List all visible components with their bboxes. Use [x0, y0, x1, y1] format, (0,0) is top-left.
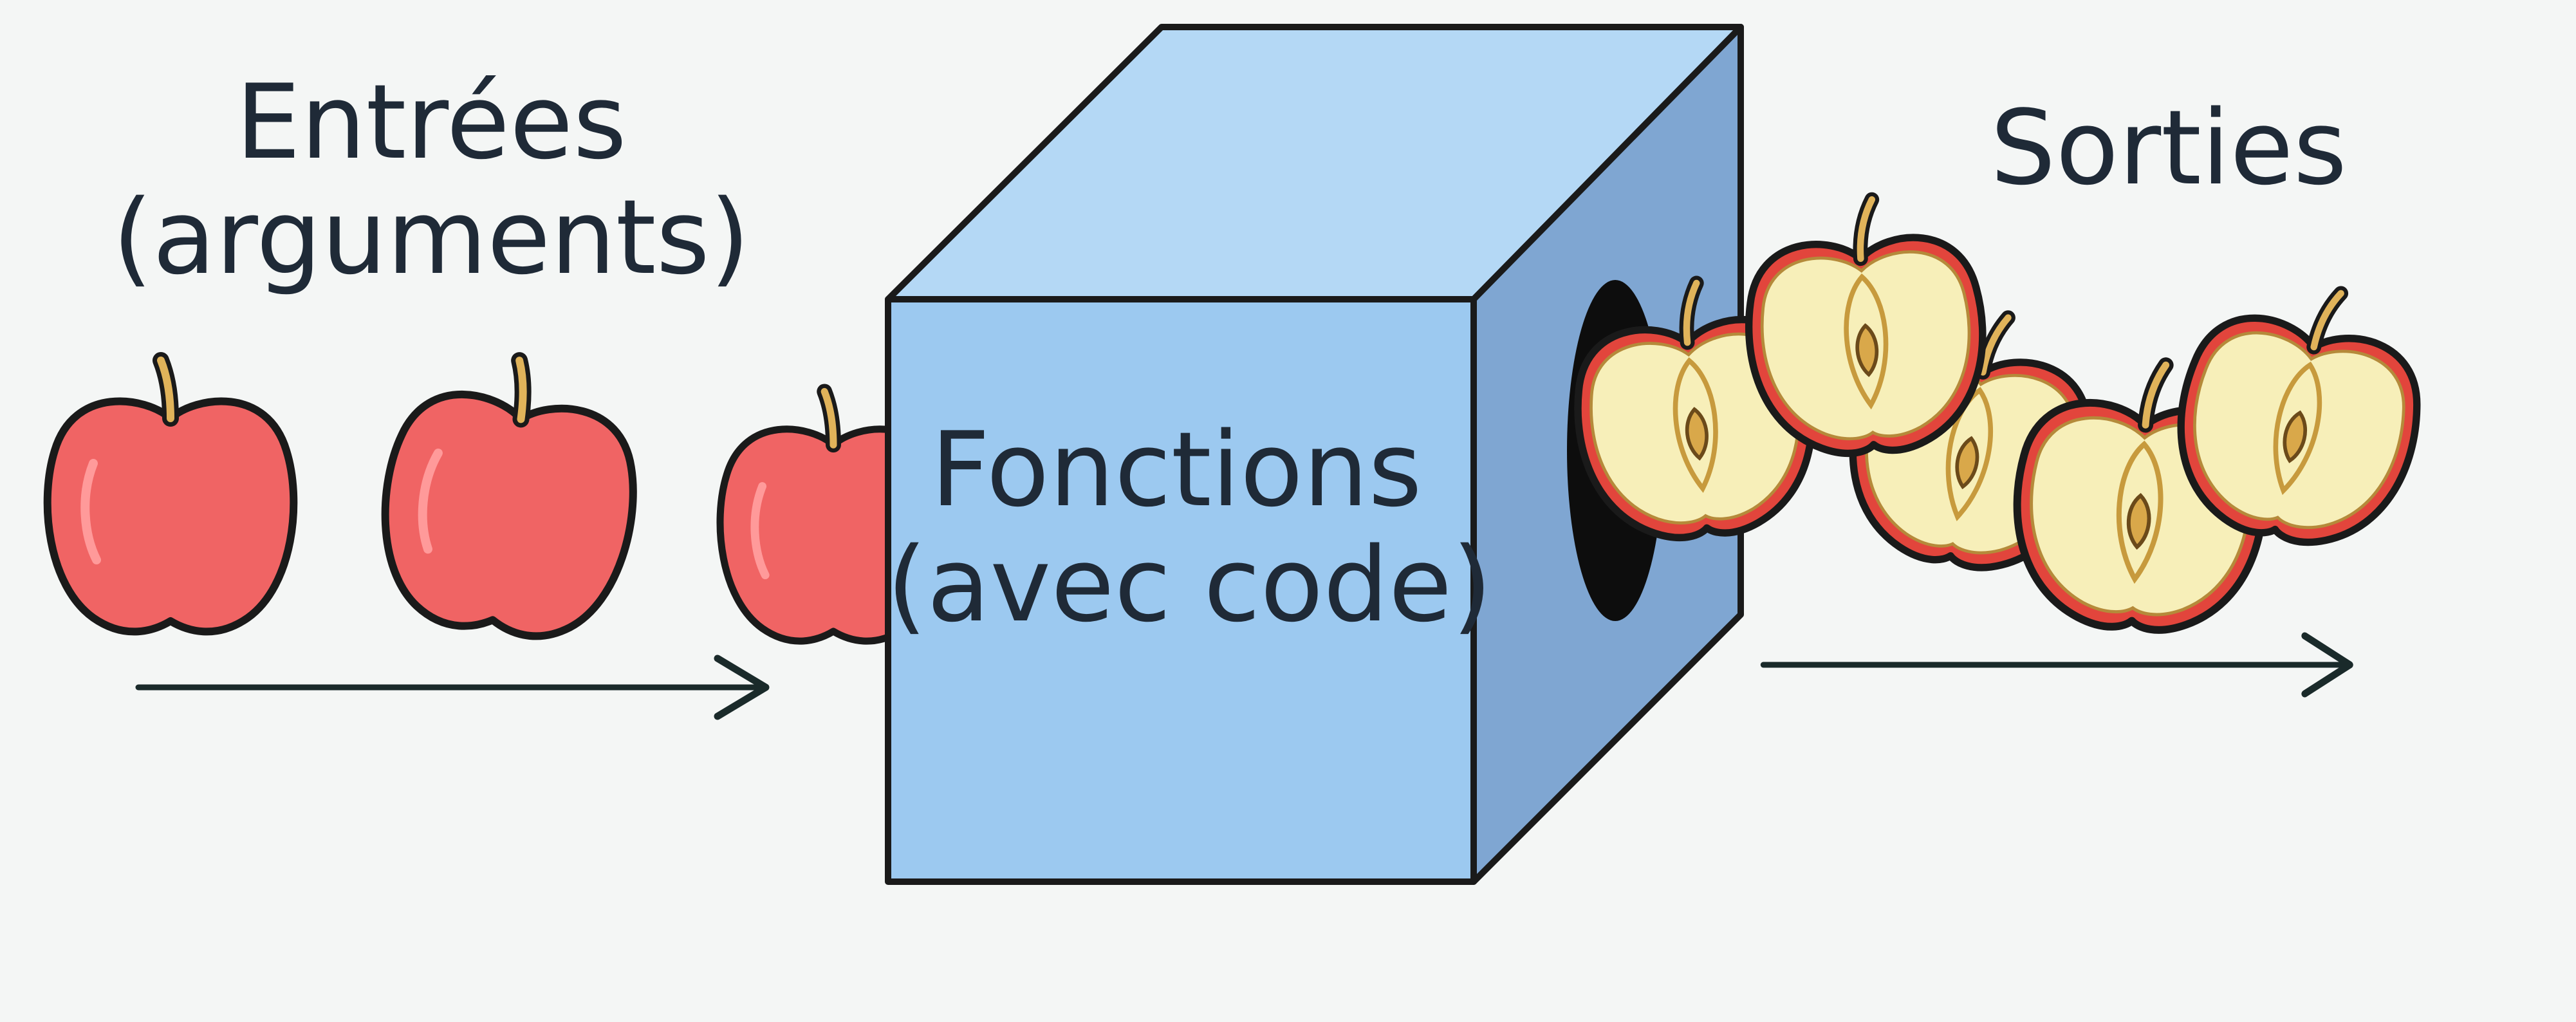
arrow-right-icon: [1763, 636, 2350, 694]
inputs-label-line1: Entrées: [236, 62, 627, 182]
function-label-line1: Fonctions: [931, 409, 1422, 530]
outputs-label-text: Sorties: [1990, 88, 2348, 208]
apple-icon: [48, 360, 294, 631]
inputs-label: Entrées (arguments): [109, 64, 753, 295]
apple-half-icon: [1740, 192, 1990, 460]
function-label: Fonctions (avec code): [887, 409, 1492, 646]
outputs-label: Sorties: [1943, 90, 2394, 205]
cube-icon: [885, 24, 1744, 885]
inputs-label-line2: (arguments): [112, 177, 750, 298]
arrow-right-icon: [138, 658, 766, 716]
apple-icon: [369, 345, 651, 648]
function-label-line2: (avec code): [887, 525, 1492, 646]
